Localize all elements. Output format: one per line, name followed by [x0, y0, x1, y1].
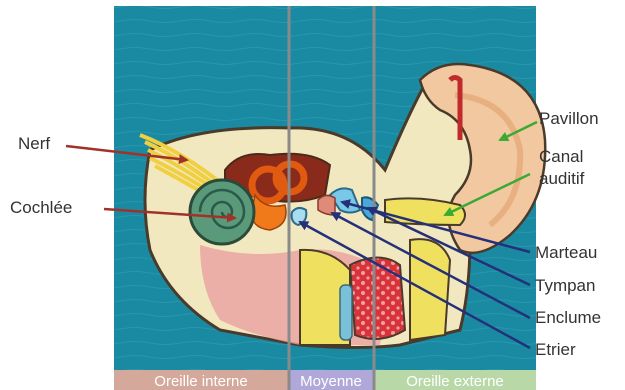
incus-icon — [318, 195, 335, 215]
zone-label-outer: Oreille externe — [406, 373, 504, 390]
zone-label-inner: Oreille interne — [154, 373, 247, 390]
label-etrier: Etrier — [535, 340, 576, 359]
label-auditif: auditif — [539, 169, 585, 188]
stapes-icon — [292, 208, 307, 225]
label-pavillon: Pavillon — [539, 109, 599, 128]
label-canal: Canal — [539, 147, 583, 166]
label-tympan: Tympan — [535, 276, 595, 295]
zone-label-middle: Moyenne — [300, 373, 362, 390]
cochlea-icon — [190, 180, 254, 244]
label-cochlee: Cochlée — [10, 198, 72, 217]
label-marteau: Marteau — [535, 243, 597, 262]
label-nerf: Nerf — [18, 134, 50, 153]
label-enclume: Enclume — [535, 308, 601, 327]
gland — [350, 258, 405, 340]
